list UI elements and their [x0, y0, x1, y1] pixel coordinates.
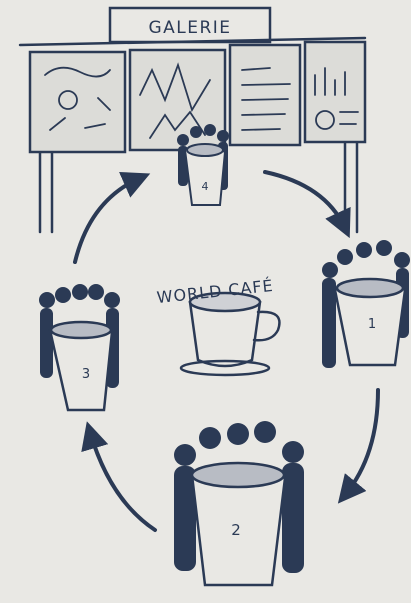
- coffee-cup: [179, 291, 281, 377]
- poster-doodles: [44, 62, 359, 139]
- table-label-4: 4: [202, 180, 209, 193]
- arrow-2-to-3: [81, 421, 157, 532]
- table-group-1: [322, 240, 410, 368]
- table-group-2: [174, 421, 304, 587]
- arrow-4-to-1: [263, 170, 351, 239]
- table-group-3: [39, 284, 120, 412]
- poster-3: [228, 43, 302, 147]
- arrow-3-to-4: [73, 171, 151, 264]
- board-rail: [18, 36, 367, 47]
- flow-arrows: [73, 170, 380, 532]
- table-label-3: 3: [82, 367, 90, 382]
- table-label-1: 1: [368, 317, 376, 332]
- board-title: GALERIE: [148, 18, 231, 38]
- table-group-4: [177, 124, 229, 206]
- arrow-1-to-2: [337, 388, 380, 504]
- board-post-left: [38, 148, 54, 234]
- board-post-right: [343, 138, 359, 234]
- table-label-2: 2: [231, 521, 241, 539]
